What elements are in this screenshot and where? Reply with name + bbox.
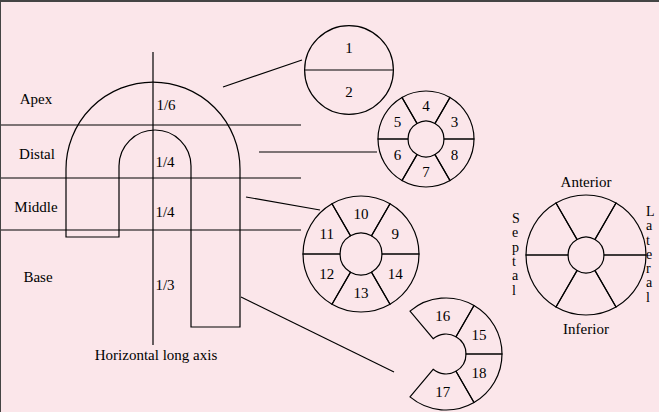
segment-number: 3 [451, 114, 459, 131]
level-fraction: 1/4 [155, 154, 174, 171]
level-name: Distal [19, 146, 55, 163]
segment-number: 9 [391, 226, 399, 243]
level-name: Middle [14, 199, 57, 216]
segment-outline [410, 369, 474, 410]
segment-number: 2 [345, 84, 353, 101]
segment-outline [372, 204, 420, 254]
segment-number: 15 [471, 327, 486, 344]
segment-number: 14 [388, 266, 403, 283]
ring-outline [304, 25, 394, 115]
orientation-ring: AnteriorSeptalLateralInferior [526, 195, 646, 315]
level-line [1, 229, 301, 230]
segment-outline [595, 255, 646, 307]
segment-outline [372, 254, 420, 304]
segment-ring: 12 [304, 25, 394, 115]
segment-number: 18 [471, 365, 486, 382]
segment-number: 17 [435, 384, 450, 401]
level-line [1, 177, 301, 178]
segment-ring: 9 10 11 12 13 14 [303, 196, 419, 312]
apex-circle [305, 26, 394, 115]
segment-outline [435, 139, 474, 181]
segment-outline [595, 203, 646, 255]
segment-number: 6 [394, 147, 402, 164]
leader-line [241, 297, 394, 372]
segment-number: 5 [394, 114, 402, 131]
segment-number: 4 [422, 98, 430, 115]
segment-outline [435, 97, 474, 139]
segment-outline [556, 195, 616, 239]
segment-outline [526, 255, 577, 307]
segment-outline [332, 196, 390, 236]
level-fraction: 1/4 [155, 204, 174, 221]
segment-outline [303, 204, 351, 254]
segment-number: 11 [320, 226, 334, 243]
segment-outline [410, 298, 474, 339]
ring-outline [526, 195, 646, 315]
orientation-label: Anterior [561, 174, 612, 191]
segment-outline [378, 139, 417, 181]
segment-outline [456, 306, 502, 354]
leader-line [246, 197, 320, 210]
segment-ring: 3 4 5 6 7 8 [378, 91, 474, 187]
leader-line [259, 151, 377, 152]
segment-outline [332, 272, 390, 312]
level-name: Base [23, 269, 52, 286]
orientation-label: Inferior [563, 321, 609, 338]
level-name: Apex [20, 91, 53, 108]
long-axis-line [152, 52, 153, 345]
segment-outline [378, 97, 417, 139]
segment-outline [402, 155, 450, 187]
segment-ring: 15 16 17 18 [390, 298, 502, 410]
segment-number: 1 [345, 40, 353, 57]
segment-outline [303, 254, 351, 304]
orientation-label: Septal [512, 212, 513, 298]
leader-line [223, 60, 302, 87]
segment-number: 13 [354, 285, 369, 302]
level-fraction: 1/6 [156, 97, 175, 114]
level-line [1, 124, 301, 125]
segment-outline [456, 354, 502, 402]
axis-caption: Horizontal long axis [95, 347, 217, 364]
segment-number: 16 [435, 308, 450, 325]
segment-outline [556, 271, 616, 315]
segment-outline [402, 91, 450, 123]
segment-number: 8 [451, 147, 459, 164]
segment-number: 10 [354, 206, 369, 223]
orientation-label: Lateral [646, 205, 647, 305]
divider-line [304, 69, 394, 70]
level-fraction: 1/3 [155, 277, 174, 294]
segment-outline [526, 203, 577, 255]
segment-number: 7 [422, 164, 430, 181]
segment-number: 12 [319, 266, 334, 283]
